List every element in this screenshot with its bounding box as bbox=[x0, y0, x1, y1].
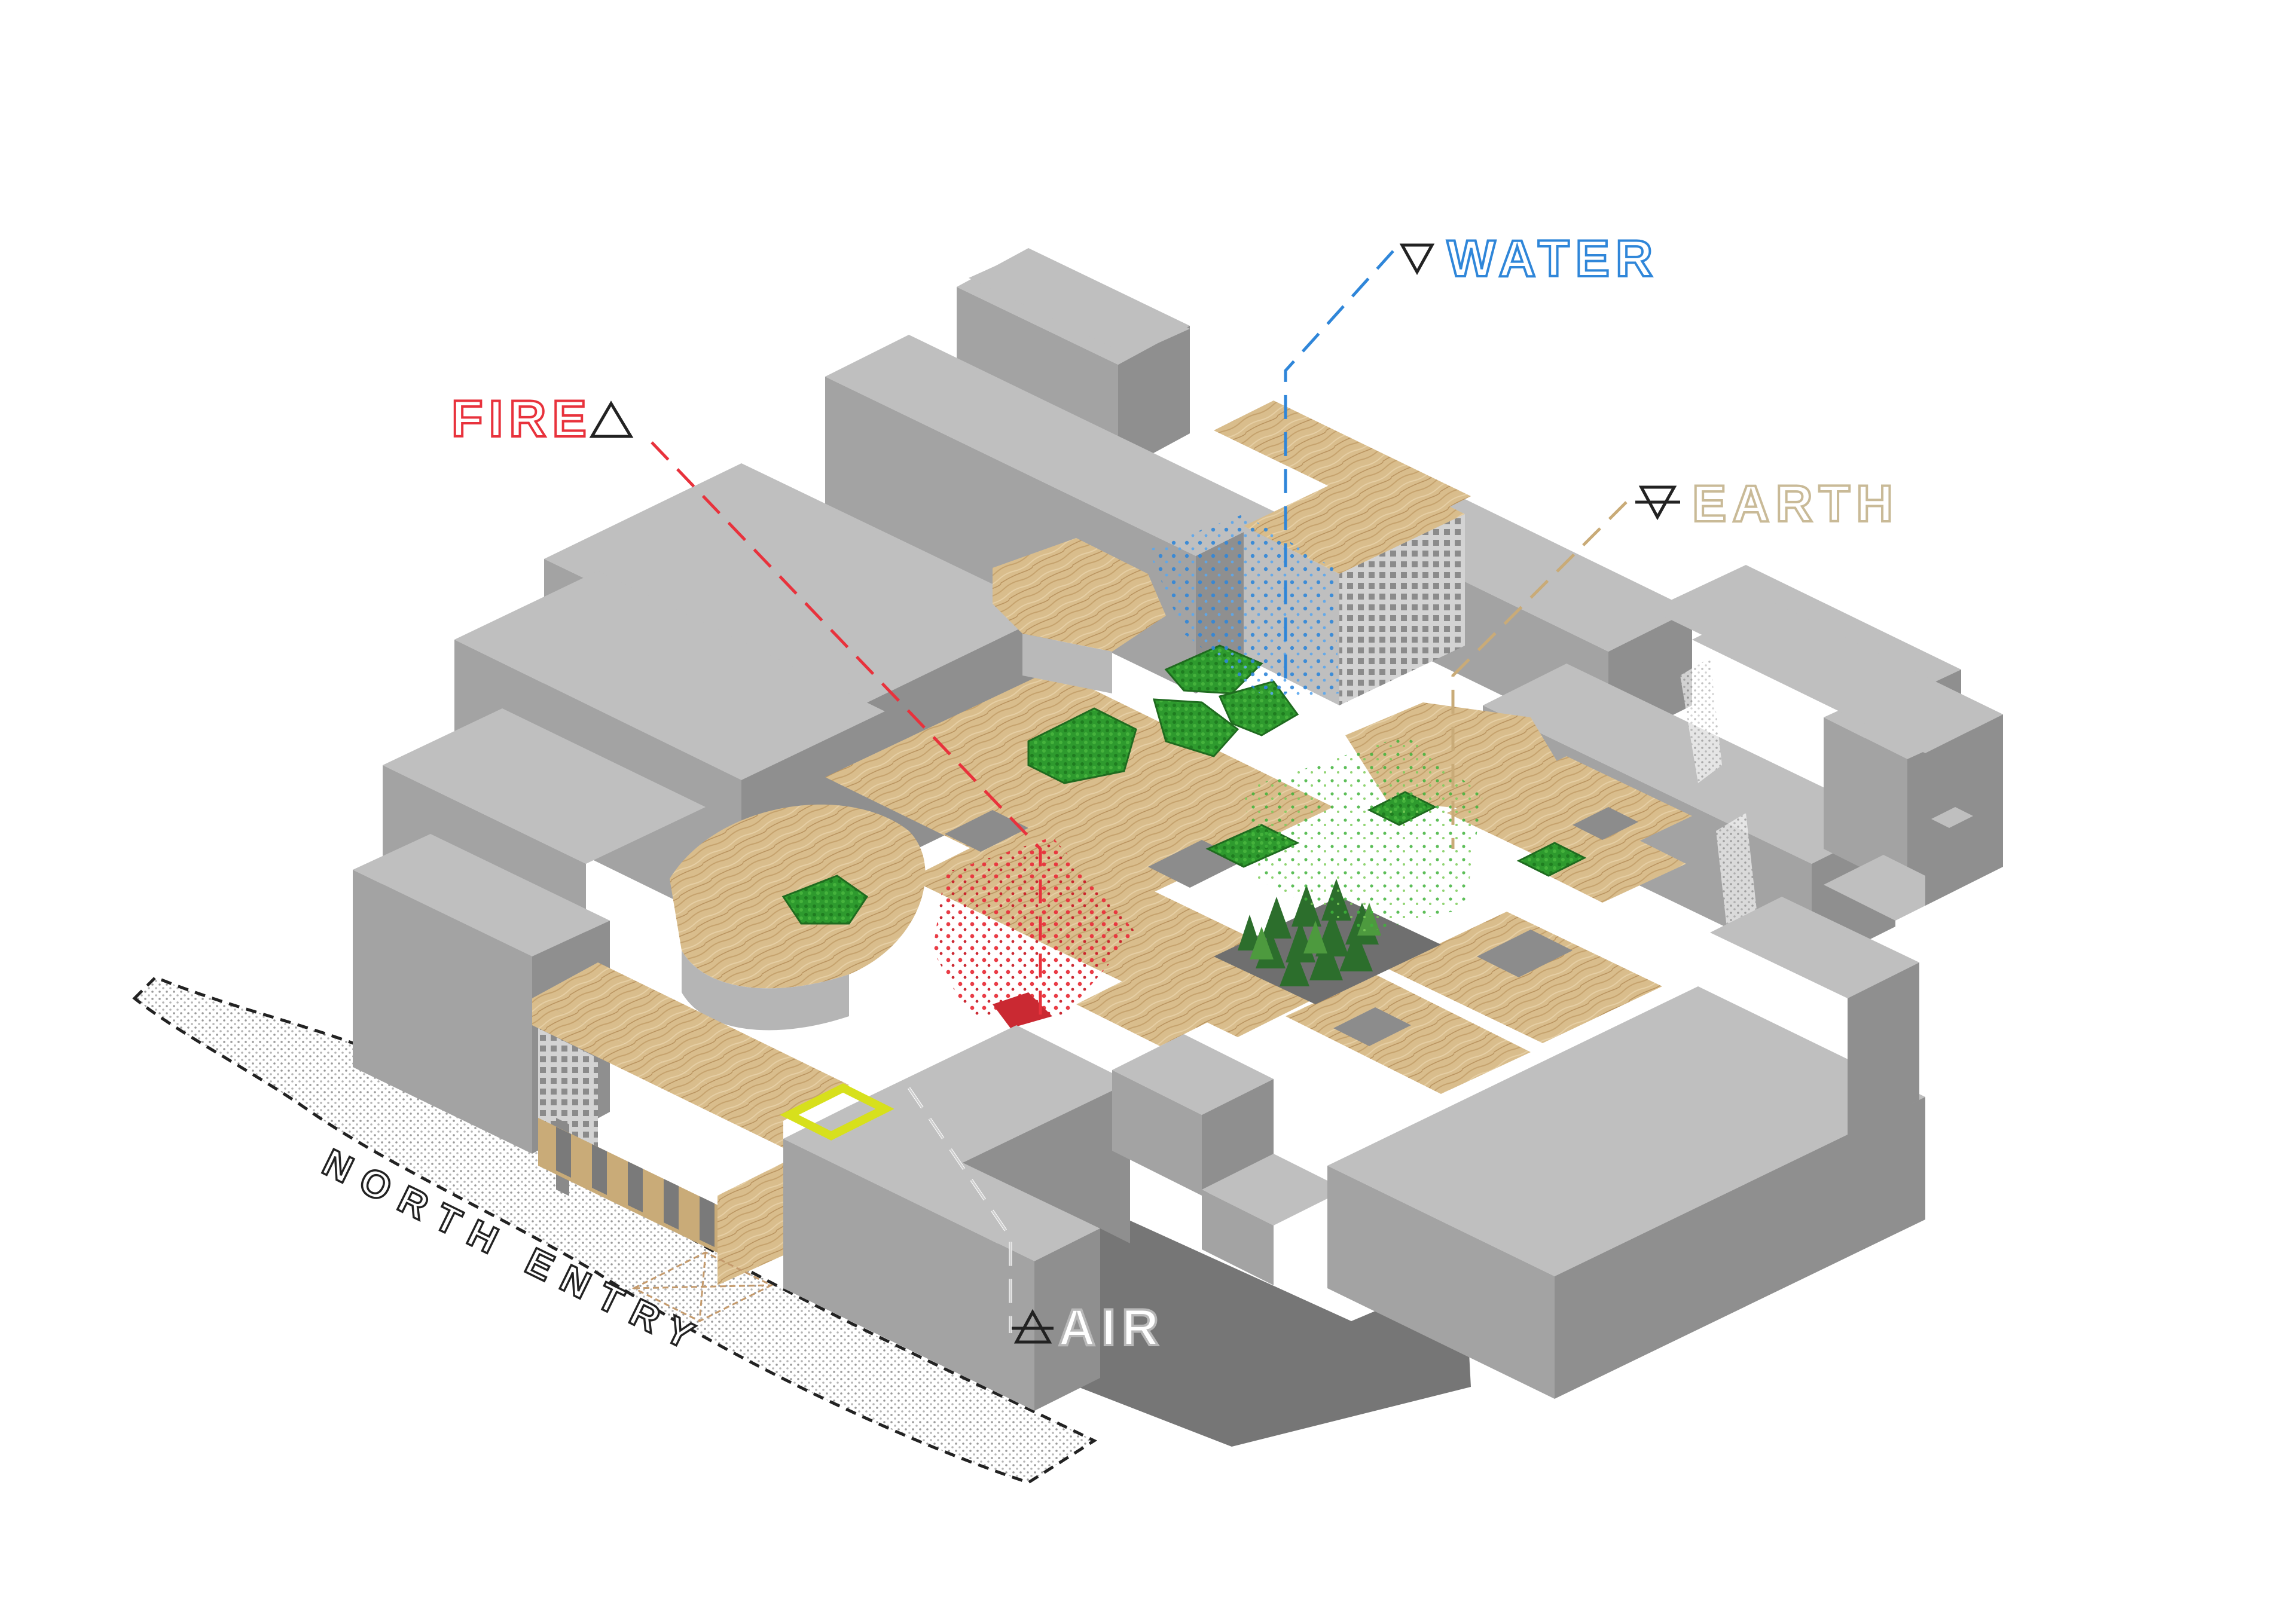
label-water: WATER bbox=[1399, 229, 1659, 289]
grain-texture-edge bbox=[1680, 658, 1758, 939]
triangle-down-icon bbox=[1399, 243, 1435, 276]
label-earth-text: EARTH bbox=[1692, 475, 1899, 533]
earth-leader bbox=[1451, 501, 1628, 849]
label-water-text: WATER bbox=[1447, 230, 1659, 288]
label-earth: EARTH bbox=[1635, 474, 1899, 534]
triangle-up-icon bbox=[589, 401, 634, 438]
fire-leader bbox=[651, 441, 1042, 1016]
label-air: AIR bbox=[1012, 1298, 1165, 1358]
entry-highlight bbox=[780, 1083, 894, 1141]
north-entry-street bbox=[132, 976, 1098, 1484]
label-fire-text: FIRE bbox=[451, 390, 593, 448]
front-massing bbox=[783, 897, 1925, 1411]
leader-lines bbox=[651, 250, 1628, 1333]
earth-particles bbox=[1244, 735, 1483, 933]
label-fire: FIRE bbox=[450, 389, 634, 449]
label-air-text: AIR bbox=[1058, 1299, 1165, 1356]
water-leader bbox=[1284, 250, 1394, 693]
triangle-down-barred-icon bbox=[1635, 485, 1680, 521]
fire-particles bbox=[933, 837, 1136, 1028]
water-particles bbox=[1148, 514, 1339, 699]
triangle-up-barred-icon bbox=[1012, 1309, 1054, 1344]
entry-gate-marker bbox=[631, 1251, 774, 1322]
